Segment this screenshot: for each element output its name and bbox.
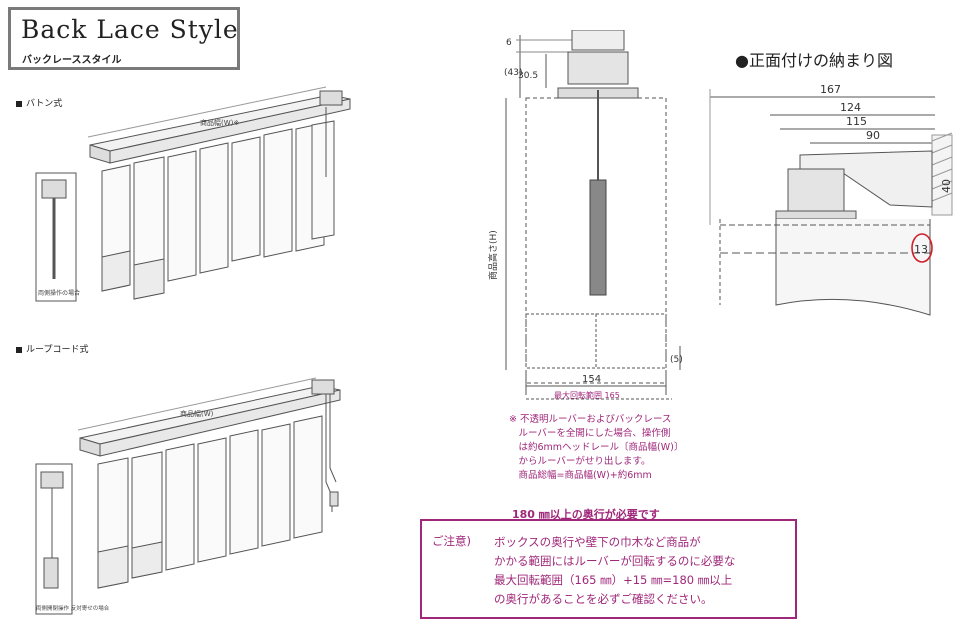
side-dim-5: (5) [670,355,683,365]
loopcord-handle-caption: 両側開閉操作 反対寄せの場合 [36,604,110,612]
side-dim-154: 154 [582,374,601,385]
caution-box: ご注意) ボックスの奥行や壁下の巾木など商品が かかる範囲にはルーバーが回転する… [420,519,797,619]
depth-requirement: 180 ㎜以上の奥行が必要です [512,508,660,521]
highlight-circle [911,233,933,263]
rotation-range-label: 最大回転範囲 165 [554,390,620,400]
front-view-title: ●正面付けの納まり図 [735,51,893,70]
title-box: Back Lace Style バックレーススタイル [8,7,240,70]
front-dim-13: 13 [914,243,928,256]
baton-handle-caption: 両側操作の場合 [38,289,80,297]
baton-blind-drawing: 商品幅(W)※ 両側操作の場合 [35,86,351,302]
square-bullet-icon [16,346,22,353]
side-view-drawing: 6 (43) 30.5 154 (5) 最大回転範囲 165 商品高さ(H) [487,30,683,400]
side-dim-43: (43) [504,68,522,78]
side-dim-30-5: 30.5 [518,71,538,81]
section-loopcord-text: ループコード式 [26,345,89,355]
section-baton-text: バトン式 [26,99,63,109]
page-title: Back Lace Style [21,15,239,44]
section-baton-label: バトン式 [16,96,62,109]
page-subtitle: バックレーススタイル [22,55,122,66]
loopcord-width-label: 商品幅(W) [180,409,214,418]
loopcord-blind-drawing: 商品幅(W) 両側開閉操作 反対寄せの場合 [35,377,341,615]
section-loopcord-label: ループコード式 [16,342,88,355]
front-dim-167: 167 [820,83,841,96]
front-view-drawing: 167 124 115 90 40 13 [709,83,953,316]
front-dim-124: 124 [840,101,861,114]
square-bullet-icon [16,100,22,107]
front-dim-40: 40 [940,179,953,193]
baton-width-label: 商品幅(W)※ [200,118,239,127]
front-dim-90: 90 [866,129,880,142]
caution-label: ご注意) [432,534,471,548]
caution-body: ボックスの奥行や壁下の巾木など商品が かかる範囲にはルーバーが回転するのに必要な… [494,535,736,606]
side-dim-6: 6 [506,38,512,48]
opaque-louver-note: ※ 不透明ルーバーおよびバックレース ルーバーを全開にした場合、操作側 は約6m… [509,414,684,481]
height-label: 商品高さ(H) [487,230,499,280]
front-dim-115: 115 [846,115,867,128]
